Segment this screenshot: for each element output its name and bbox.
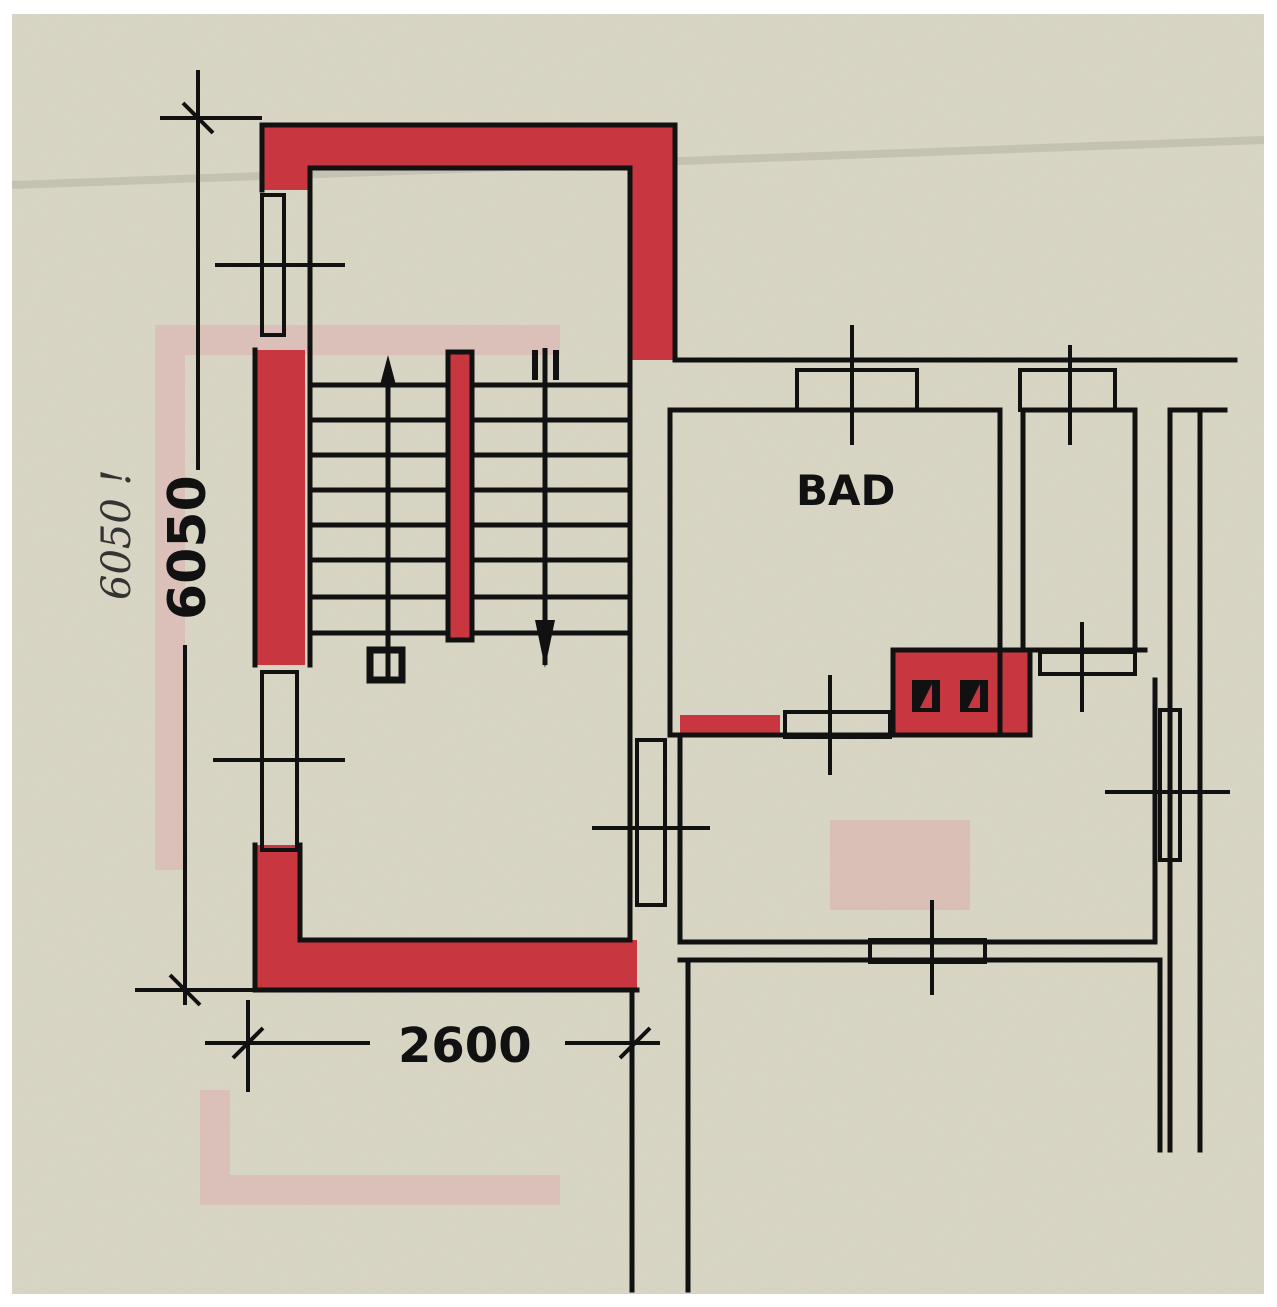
dimension-horizontal-label: 2600 <box>398 1018 532 1074</box>
dimension-vertical-label: 6050 <box>158 475 218 620</box>
dimension-vertical-pencil-label: 6050 ! <box>94 469 140 600</box>
stair-walls <box>252 122 678 993</box>
arrow-down-icon <box>535 620 555 668</box>
room-label-bad: BAD <box>796 466 895 515</box>
arrow-up-icon <box>380 355 396 385</box>
windows-left <box>213 193 710 907</box>
ghost-underlay <box>155 325 970 1205</box>
dimension-lines <box>135 70 660 1092</box>
flue-inner <box>920 684 980 708</box>
right-windows <box>783 325 1230 995</box>
stair-arrows <box>366 348 559 684</box>
stair-treads <box>309 382 633 636</box>
